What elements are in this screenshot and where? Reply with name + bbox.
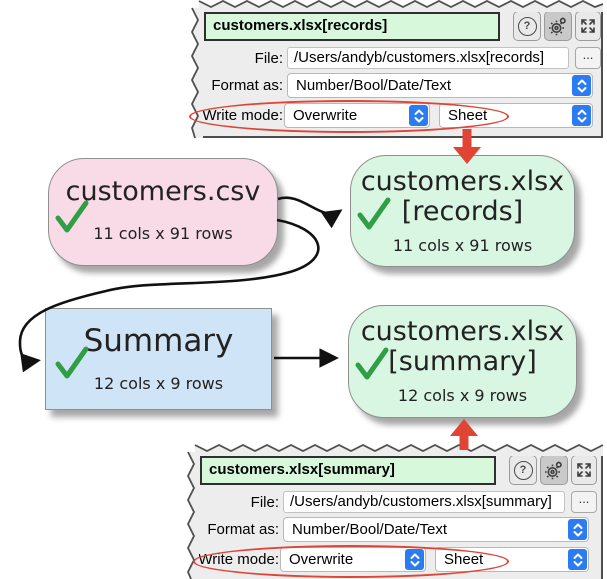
help-button[interactable]: ? bbox=[513, 11, 541, 41]
checkmark-icon bbox=[357, 197, 391, 230]
torn-edge bbox=[194, 443, 604, 456]
up-down-chevrons-icon bbox=[568, 549, 587, 570]
checkmark-icon bbox=[355, 347, 389, 380]
panel-title-field[interactable]: customers.xlsx[records] bbox=[204, 12, 500, 41]
format-as-label: Format as: bbox=[207, 521, 279, 538]
node-customers-xlsx-summary[interactable]: customers.xlsx[summary] 12 cols x 9 rows bbox=[348, 305, 577, 418]
node-dimensions: 12 cols x 9 rows bbox=[397, 386, 528, 405]
red-arrow-up-head bbox=[450, 419, 478, 436]
node-dimensions: 12 cols x 9 rows bbox=[93, 374, 224, 393]
format-as-label: Format as: bbox=[211, 77, 283, 94]
up-down-chevrons-icon bbox=[572, 105, 591, 126]
node-title: customers.xlsx[records] bbox=[360, 166, 565, 227]
up-down-chevrons-icon bbox=[572, 75, 591, 96]
node-customers-csv[interactable]: customers.csv 11 cols x 91 rows bbox=[48, 158, 278, 266]
help-icon: ? bbox=[513, 460, 533, 480]
help-icon: ? bbox=[517, 16, 537, 36]
node-customers-xlsx-records[interactable]: customers.xlsx[records] 11 cols x 91 row… bbox=[350, 155, 575, 267]
panel-title-field[interactable]: customers.xlsx[summary] bbox=[200, 456, 496, 485]
expand-button[interactable] bbox=[575, 11, 601, 41]
file-label: File: bbox=[250, 494, 279, 511]
gear-button[interactable] bbox=[544, 11, 572, 41]
node-title: customers.xlsx[summary] bbox=[360, 316, 565, 377]
browse-button[interactable]: ... bbox=[575, 47, 601, 69]
file-label: File: bbox=[254, 50, 283, 67]
expand-button[interactable] bbox=[571, 455, 597, 485]
node-dimensions: 11 cols x 91 rows bbox=[392, 236, 533, 255]
checkmark-icon bbox=[55, 200, 89, 233]
format-as-select[interactable]: Number/Bool/Date/Text bbox=[283, 517, 589, 542]
gear-icon bbox=[545, 461, 562, 480]
node-title: customers.csv bbox=[65, 176, 261, 207]
browse-button[interactable]: ... bbox=[571, 491, 597, 513]
edge-csv-to-records bbox=[277, 196, 343, 229]
format-as-select[interactable]: Number/Bool/Date/Text bbox=[287, 73, 593, 98]
red-annotation-ellipse bbox=[193, 545, 509, 578]
torn-edge bbox=[198, 0, 604, 12]
up-down-chevrons-icon bbox=[568, 519, 587, 540]
expand-icon bbox=[577, 463, 591, 477]
gear-icon bbox=[549, 17, 566, 36]
file-path-field[interactable]: /Users/andyb/customers.xlsx[summary] bbox=[283, 491, 565, 513]
help-button[interactable]: ? bbox=[509, 455, 537, 485]
expand-icon bbox=[581, 19, 595, 33]
red-annotation-ellipse bbox=[189, 100, 509, 133]
checkmark-icon bbox=[55, 346, 89, 379]
file-path-field[interactable]: /Users/andyb/customers.xlsx[records] bbox=[287, 47, 569, 69]
gear-button[interactable] bbox=[540, 455, 568, 485]
node-summary[interactable]: Summary 12 cols x 9 rows bbox=[45, 308, 272, 410]
